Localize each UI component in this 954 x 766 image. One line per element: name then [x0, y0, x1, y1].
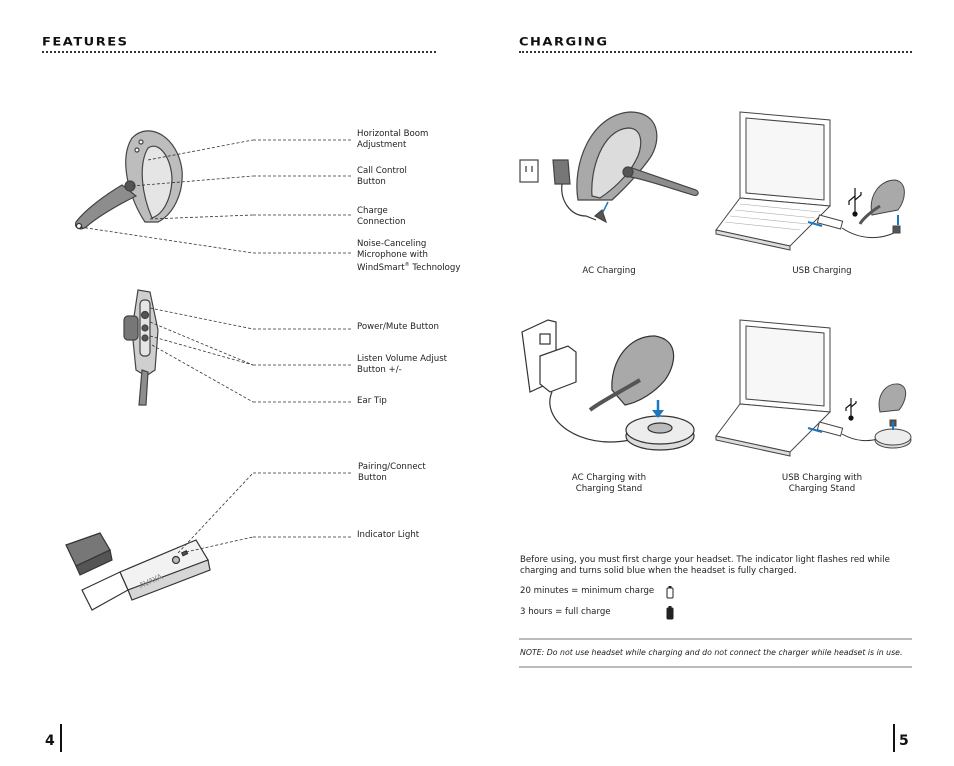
windsmart-text: WindSmart: [357, 262, 405, 273]
page-number-right-rule: [893, 724, 895, 752]
ac-stand-illustration: [521, 319, 695, 451]
usb-icon: [848, 188, 862, 217]
caption-usb-charging: USB Charging: [792, 266, 852, 276]
features-divider: [42, 51, 436, 53]
usb-charging-illustration: [715, 111, 905, 251]
charge-full-text: 3 hours = full charge: [520, 607, 611, 617]
usb-charge-arrow-laptop: [807, 221, 823, 227]
page-number-left: 4: [45, 733, 55, 749]
ac-charging-illustration: [519, 111, 699, 224]
leader-lines-middle: [149, 307, 352, 403]
page-number-left-rule: [60, 724, 62, 752]
headset-side-illustration: [75, 130, 183, 230]
leader-lines-bottom: [177, 472, 352, 554]
ac-charge-arrow: [602, 201, 609, 213]
callout-pairing-connect: Pairing/Connect Button: [358, 462, 426, 483]
charging-instructions: Before using, you must first charge your…: [520, 555, 890, 576]
headset-front-illustration: [123, 289, 159, 406]
note-text: NOTE: Do not use headset while charging …: [520, 648, 903, 657]
usb-stand-illustration: [715, 319, 912, 457]
battery-full-icon: [666, 606, 674, 620]
charge-min-text: 20 minutes = minimum charge: [520, 586, 655, 596]
technology-text: Technology: [409, 262, 461, 273]
callout-indicator-light: Indicator Light: [357, 530, 420, 540]
note-top-rule: [519, 638, 912, 640]
leader-lines-top: [79, 139, 352, 254]
page-number-right: 5: [899, 733, 909, 749]
callout-call-control: Call Control Button: [357, 166, 407, 187]
callout-noise-canceling: Noise-Canceling Microphone with WindSmar…: [357, 239, 467, 273]
registered-mark: ®: [404, 262, 410, 268]
caption-usb-stand: USB Charging with Charging Stand: [781, 473, 863, 494]
usb-dongle-illustration: [65, 532, 211, 611]
caption-ac-stand: AC Charging with Charging Stand: [571, 473, 647, 494]
usb-stand-arrow: [807, 427, 823, 433]
usb-icon-2: [845, 398, 857, 421]
callout-horizontal-boom: Horizontal Boom Adjustment: [357, 129, 429, 150]
callout-power-mute: Power/Mute Button: [357, 322, 439, 332]
callout-charge-connection: Charge Connection: [357, 206, 406, 227]
callout-ear-tip: Ear Tip: [357, 396, 387, 406]
callout-noise-canceling-text: Noise-Canceling Microphone with: [357, 239, 428, 260]
caption-ac-charging: AC Charging: [582, 266, 636, 276]
note-bottom-rule: [519, 666, 912, 668]
charging-divider: [519, 51, 912, 53]
charging-heading: CHARGING: [519, 36, 609, 49]
callout-listen-volume: Listen Volume Adjust Button +/-: [357, 354, 448, 375]
features-heading: FEATURES: [42, 36, 129, 49]
battery-min-icon: [666, 586, 674, 599]
